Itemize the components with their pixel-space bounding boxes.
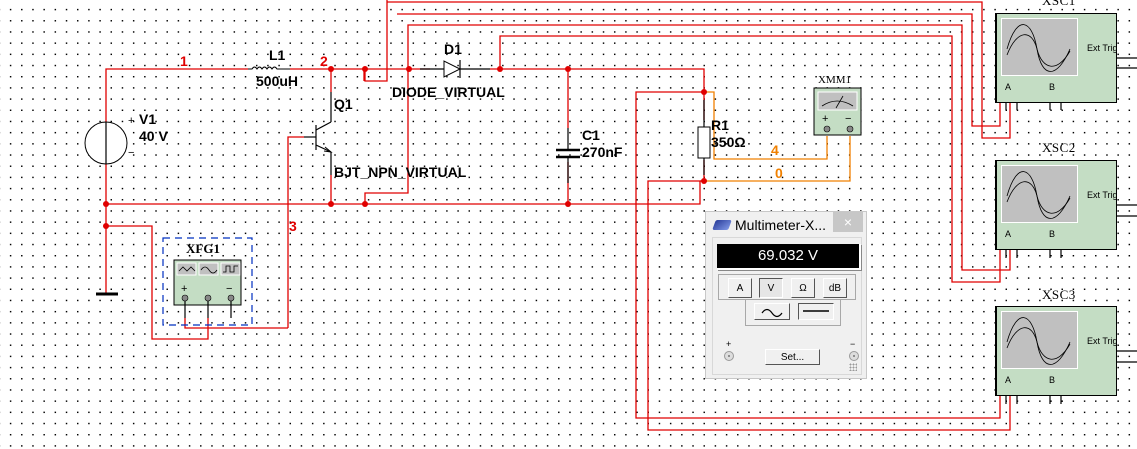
- dc-line-icon: [803, 310, 829, 312]
- terminal-minus-label: −: [850, 339, 856, 349]
- resistor-r1[interactable]: R1 350Ω: [697, 100, 746, 175]
- l1-value: 500uH: [256, 73, 298, 89]
- voltage-source-v1[interactable]: + − V1 40 V: [84, 111, 168, 165]
- xsc2-ext-trig-label: Ext Trig: [1087, 190, 1118, 200]
- r1-value: 350Ω: [711, 134, 746, 150]
- terminal-plus-label: +: [726, 339, 732, 349]
- terminal-plus[interactable]: [724, 351, 734, 361]
- square-wave-icon[interactable]: [223, 265, 238, 273]
- v1-ref: V1: [139, 111, 156, 127]
- junctions: [103, 66, 707, 229]
- xfg1-minus: −: [226, 283, 232, 295]
- multimeter-panel: 69.032 V A V Ω dB + − Set...: [712, 237, 862, 375]
- xmm1-plus: +: [822, 113, 828, 125]
- multimeter-title: Multimeter-X...: [735, 217, 827, 233]
- wire-scope-probes[interactable]: [363, 1, 1011, 431]
- oscilloscope-xsc2[interactable]: Ext Trig A B: [995, 160, 1118, 250]
- xsc3-channel-a: A: [1005, 375, 1012, 385]
- net-label-0: 0: [775, 165, 783, 181]
- multisim-logo-icon: [712, 220, 732, 230]
- xsc2-channel-b: B: [1049, 229, 1056, 239]
- net-label-3: 3: [289, 218, 297, 234]
- oscilloscope-xsc1[interactable]: Ext Trig A B: [995, 13, 1118, 103]
- q1-model: BJT_NPN_VIRTUAL: [334, 164, 467, 180]
- diode-d1[interactable]: D1 DIODE_VIRTUAL: [392, 41, 505, 100]
- transistor-q1[interactable]: Q1 BJT_NPN_VIRTUAL: [304, 92, 467, 180]
- v1-value: 40 V: [139, 128, 168, 144]
- net-label-2: 2: [320, 53, 328, 69]
- xsc2-channel-a: A: [1005, 229, 1012, 239]
- capacitor-c1[interactable]: C1 270nF: [556, 127, 623, 183]
- xfg1-ref: XFG1: [186, 241, 220, 256]
- function-generator-xfg1[interactable]: XFG1 + −: [162, 237, 253, 326]
- close-button[interactable]: ×: [833, 212, 863, 232]
- mode-selector: A V Ω dB: [718, 274, 856, 300]
- xsc1-screen: [1001, 18, 1078, 76]
- xsc1-ref: XSC1: [1042, 0, 1076, 8]
- xsc1-ext-trig-label: Ext Trig: [1087, 43, 1118, 53]
- resize-grip[interactable]: [849, 363, 857, 371]
- xsc2-ref: XSC2: [1042, 140, 1076, 155]
- triangle-wave-icon[interactable]: [178, 266, 196, 272]
- xsc3-ext-trig-label: Ext Trig: [1087, 336, 1118, 346]
- xsc1-channel-a: A: [1005, 82, 1012, 92]
- terminal-minus[interactable]: [849, 351, 859, 361]
- xmm1-minus: −: [845, 113, 851, 125]
- wire-ground-rail[interactable]: [106, 175, 701, 205]
- v1-minus: −: [128, 147, 134, 159]
- xmm1-ref: XMM1: [818, 74, 851, 86]
- wire-net-1[interactable]: [105, 68, 248, 293]
- xsc1-channel-b: B: [1049, 82, 1056, 92]
- wire-meter[interactable]: [704, 91, 851, 182]
- xsc3-channel-b: B: [1049, 375, 1056, 385]
- set-button[interactable]: Set...: [765, 349, 820, 365]
- mode-db-button[interactable]: dB: [823, 278, 847, 298]
- dc-coupling-button[interactable]: [798, 303, 834, 320]
- ac-sine-icon: [761, 308, 783, 318]
- v1-plus: +: [128, 115, 134, 127]
- coupling-selector: [745, 300, 841, 326]
- d1-model: DIODE_VIRTUAL: [392, 84, 505, 100]
- r1-ref: R1: [711, 117, 729, 133]
- xsc3-screen: [1001, 311, 1078, 369]
- wire-net-3[interactable]: [106, 136, 304, 340]
- mode-ohmmeter-button[interactable]: Ω: [791, 278, 815, 298]
- oscilloscope-xsc3[interactable]: Ext Trig A B: [995, 306, 1118, 396]
- multimeter-reading: 69.032 V: [717, 244, 861, 270]
- multimeter-title-bar[interactable]: Multimeter-X...: [712, 217, 827, 233]
- sine-wave-icon[interactable]: [200, 266, 218, 274]
- d1-ref: D1: [444, 41, 462, 57]
- xsc2-screen: [1001, 165, 1078, 223]
- mode-ammeter-button[interactable]: A: [728, 278, 752, 298]
- net-label-1: 1: [180, 53, 188, 69]
- c1-ref: C1: [582, 127, 600, 143]
- mode-voltmeter-button[interactable]: V: [759, 278, 783, 298]
- multimeter-window[interactable]: Multimeter-X... × 69.032 V A V Ω dB + − …: [705, 211, 867, 379]
- xsc3-ref: XSC3: [1042, 287, 1076, 302]
- multimeter-xmm1-symbol[interactable]: XMM1 + −: [813, 74, 862, 136]
- q1-ref: Q1: [334, 96, 353, 112]
- net-label-4: 4: [771, 142, 779, 158]
- ac-coupling-button[interactable]: [754, 303, 790, 320]
- inductor-l1[interactable]: L1 500uH: [248, 47, 298, 89]
- c1-value: 270nF: [582, 144, 623, 160]
- l1-ref: L1: [269, 47, 286, 63]
- xfg1-plus: +: [181, 283, 187, 295]
